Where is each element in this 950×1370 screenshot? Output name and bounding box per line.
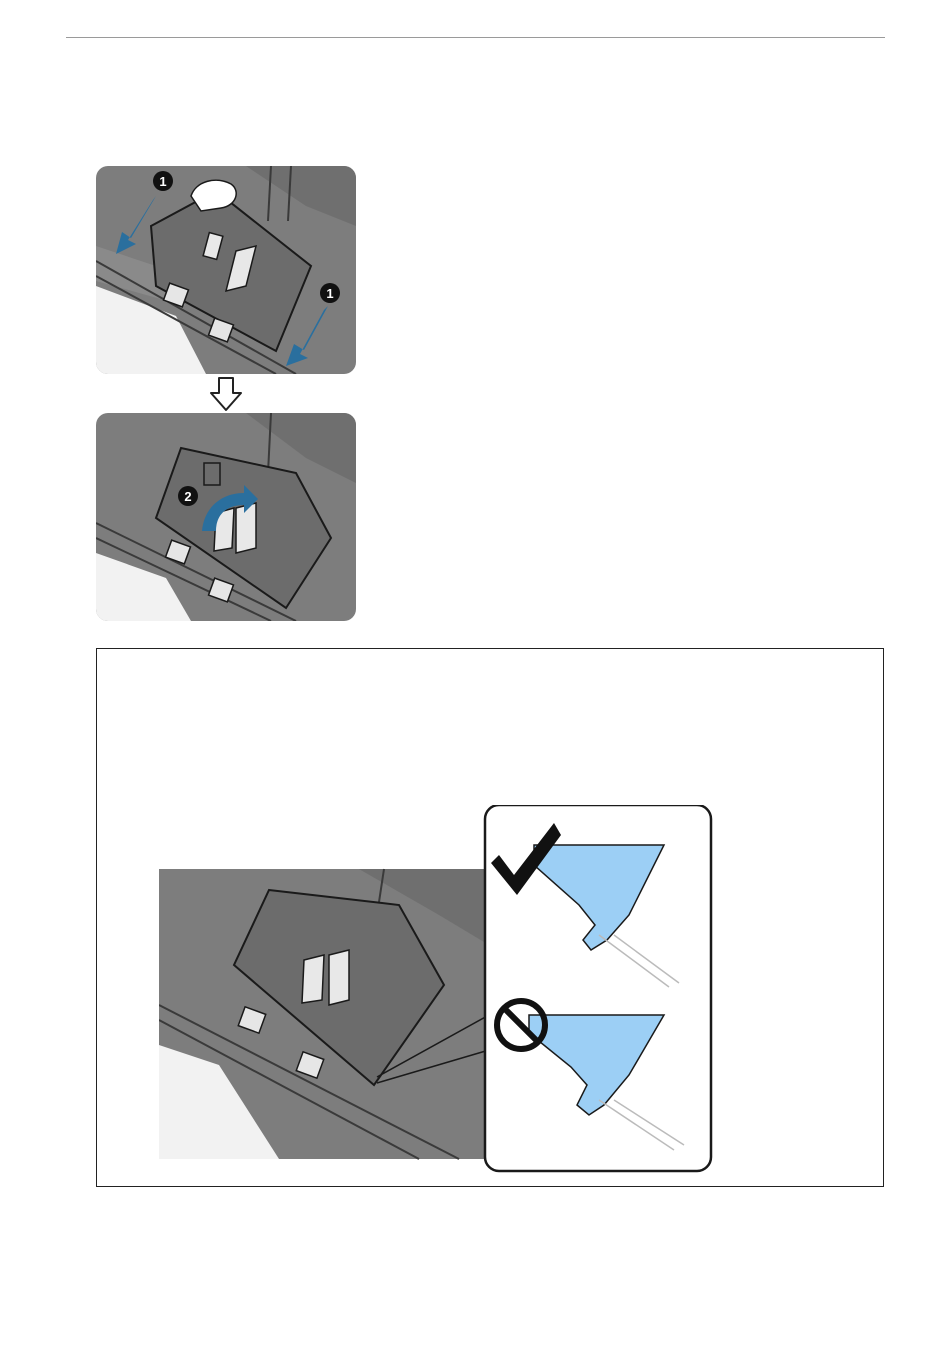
header-rule [66,37,885,38]
step2-illustration: 2 [96,413,356,621]
step1-callout-1b: 1 [326,286,333,301]
step2-callout-2: 2 [184,489,191,504]
note-box [96,648,884,1187]
step1-illustration: 1 1 [96,166,356,374]
step1-callout-1a: 1 [159,174,166,189]
hook-detail-illustration [159,805,779,1173]
down-arrow-icon [208,376,244,412]
